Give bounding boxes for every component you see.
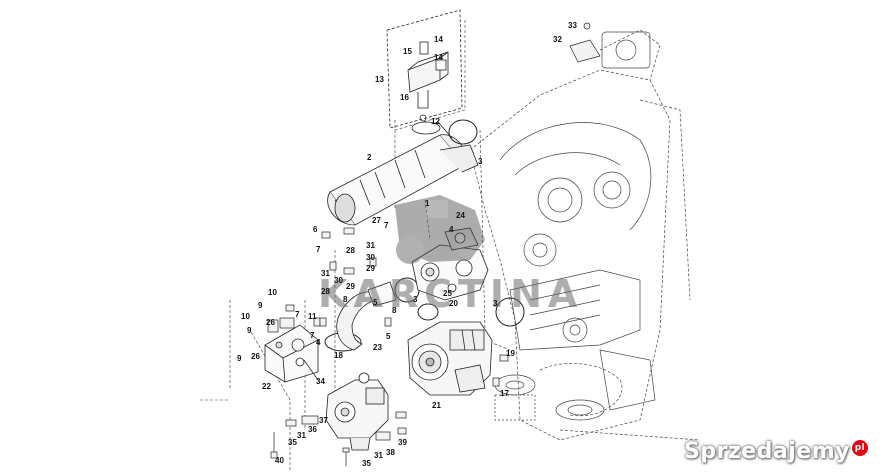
part-34-motor-assembly: [325, 372, 389, 451]
callout-18: 18: [334, 351, 343, 360]
fittings-and-bolts: [267, 22, 601, 466]
watermark-logo: [395, 195, 485, 264]
callout-15: 15: [403, 47, 412, 56]
callout-11: 11: [308, 312, 317, 321]
callout-10a: 10: [268, 288, 277, 297]
part-25-adapter-housing: [411, 227, 489, 301]
callout-38: 38: [386, 448, 395, 457]
callout-31b: 31: [321, 269, 330, 278]
part-2-tandem-pump: [327, 121, 479, 226]
callout-30a: 30: [366, 253, 375, 262]
part-23-elbow-pipe: [336, 281, 397, 351]
callout-32: 32: [553, 35, 562, 44]
callout-7c: 7: [295, 310, 300, 319]
callout-30b: 30: [334, 276, 343, 285]
callout-9c: 9: [237, 354, 242, 363]
callout-34: 34: [316, 377, 325, 386]
callout-5a: 5: [373, 298, 378, 307]
callout-16: 16: [400, 93, 409, 102]
callout-28a: 28: [346, 246, 355, 255]
callout-20: 20: [449, 299, 458, 308]
callout-7b: 7: [316, 245, 321, 254]
callout-22: 22: [262, 382, 271, 391]
callout-19: 19: [506, 349, 515, 358]
callout-7a: 7: [384, 221, 389, 230]
part-13-solenoid-group: [386, 9, 463, 129]
callout-35b: 35: [362, 459, 371, 468]
callout-5b: 5: [386, 332, 391, 341]
part-21-hydraulic-pump: [407, 321, 493, 396]
assembly-lines: [200, 20, 511, 470]
callout-8a: 8: [343, 295, 348, 304]
watermark-text: KARCTINA: [318, 272, 583, 316]
callout-10b: 10: [241, 312, 250, 321]
engine-block-outline: [469, 29, 701, 441]
callout-26b: 26: [251, 352, 260, 361]
callout-12: 12: [431, 117, 440, 126]
callout-9a: 9: [258, 301, 263, 310]
callout-28b: 28: [321, 287, 330, 296]
callout-37: 37: [319, 416, 328, 425]
callout-21: 21: [432, 401, 441, 410]
callout-29b: 29: [346, 282, 355, 291]
part-22-valve-block: [264, 324, 319, 383]
callout-8b: 8: [392, 306, 397, 315]
callout-14b: 14: [434, 53, 443, 62]
callout-33: 33: [568, 21, 577, 30]
callout-13: 13: [375, 75, 384, 84]
callout-2: 2: [367, 153, 372, 162]
callout-3a: 3: [478, 157, 483, 166]
callout-14a: 14: [434, 35, 443, 44]
callout-35a: 35: [288, 438, 297, 447]
callout-23: 23: [373, 343, 382, 352]
callout-31a: 31: [366, 241, 375, 250]
callout-25: 25: [443, 289, 452, 298]
callout-24: 24: [456, 211, 465, 220]
callout-39: 39: [398, 438, 407, 447]
callout-7d: 7: [310, 331, 315, 340]
callout-6: 6: [313, 225, 318, 234]
callout-40: 40: [275, 456, 284, 465]
callout-31d: 31: [374, 451, 383, 460]
callout-29a: 29: [366, 264, 375, 273]
callout-3b: 3: [413, 295, 418, 304]
brand-name: Sprzedajemy: [684, 439, 850, 464]
callout-27: 27: [372, 216, 381, 225]
callout-17: 17: [500, 389, 509, 398]
callout-1: 1: [425, 199, 430, 208]
callout-4b: 4: [316, 338, 321, 347]
brand-badge: pl: [852, 439, 868, 456]
callout-26a: 26: [266, 318, 275, 327]
callout-36: 36: [308, 425, 317, 434]
callout-3c: 3: [493, 299, 498, 308]
callout-9b: 9: [247, 326, 252, 335]
callout-labels: 33 32 15 14 14 13 16 12 2 3 1 24 4 27 6 …: [237, 21, 577, 468]
callout-31c: 31: [297, 431, 306, 440]
callout-4: 4: [449, 225, 454, 234]
